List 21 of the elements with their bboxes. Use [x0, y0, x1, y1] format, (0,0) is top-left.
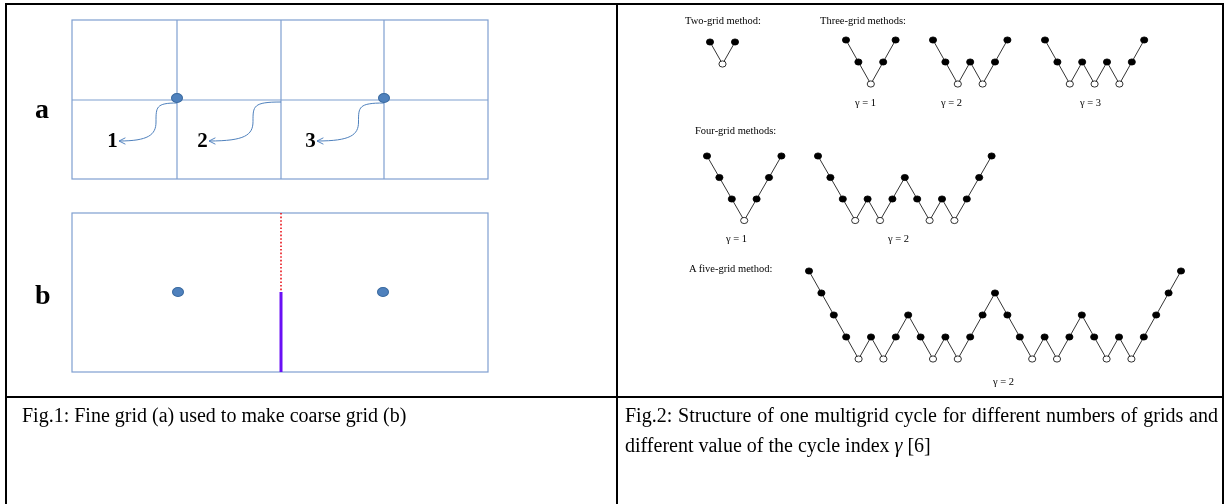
callout-number: 3 — [304, 129, 317, 151]
grid-point — [377, 287, 389, 297]
panel-label: a — [35, 94, 49, 125]
callout-number: 1 — [106, 129, 119, 151]
diagram-label: γ = 2 — [941, 97, 963, 109]
diagram-label: γ = 2 — [888, 233, 910, 245]
diagram-label: γ = 3 — [1080, 97, 1102, 109]
diagram-label: Four-grid methods: — [695, 125, 777, 137]
grid-point — [171, 93, 183, 103]
diagram-label: γ = 1 — [726, 233, 748, 245]
diagram-label: A five-grid method: — [689, 263, 773, 275]
grid-point — [172, 287, 184, 297]
diagram-label: Three-grid methods: — [820, 15, 906, 27]
panel-label: b — [35, 280, 51, 311]
grid-point — [378, 93, 390, 103]
diagram-label: γ = 1 — [855, 97, 877, 109]
figure-caption: Fig.1: Fine grid (a) used to make coarse grid (b) — [22, 403, 407, 429]
callout-number: 2 — [196, 129, 209, 151]
diagram-label: Two-grid method: — [685, 15, 761, 27]
diagram-label: γ = 2 — [993, 376, 1015, 388]
figure-caption: Fig.2: Structure of one multigrid cycle for different numbers of grids and different value of the cycle index γ [6] — [625, 403, 1218, 459]
